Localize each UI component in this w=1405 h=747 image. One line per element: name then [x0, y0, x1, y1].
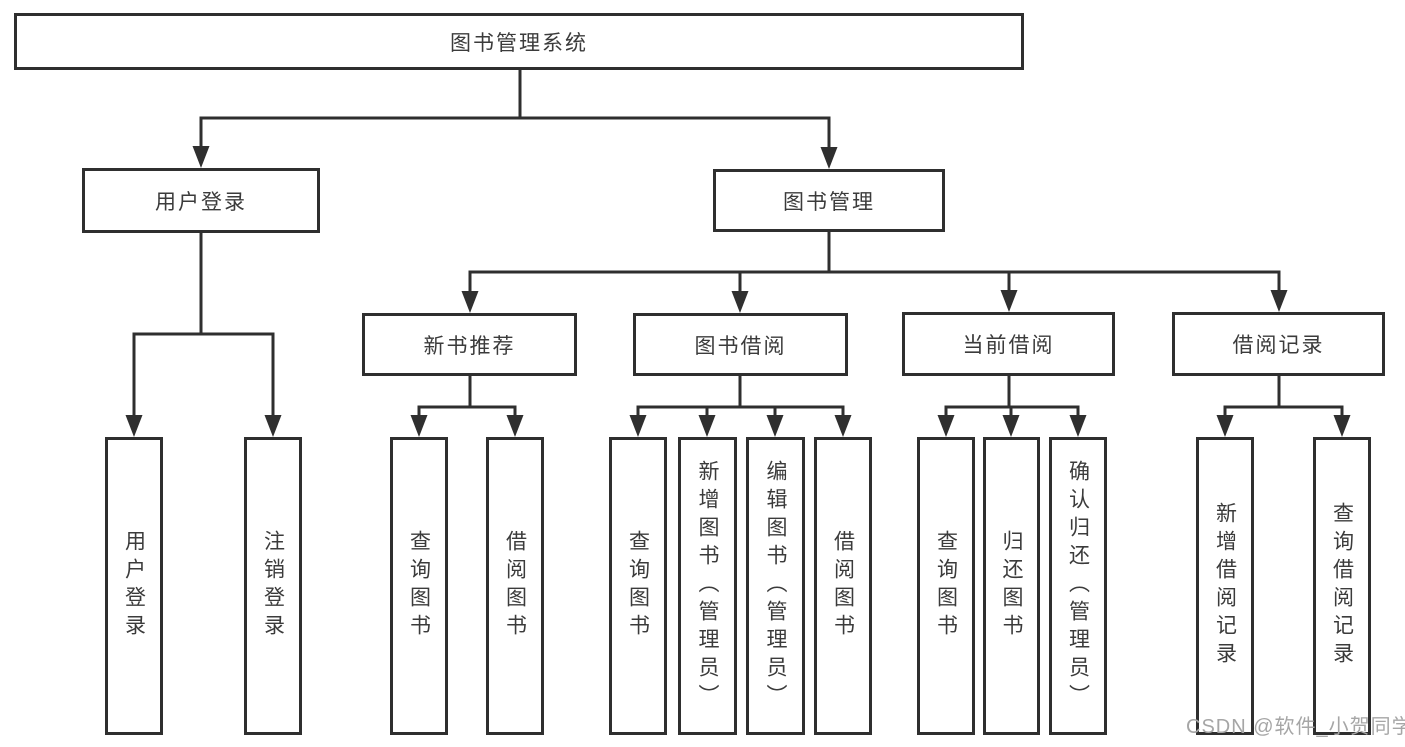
arrowhead	[461, 291, 479, 313]
csdn-watermark: CSDN @软件_小贺同学	[1186, 716, 1405, 738]
node-book-borrowing: 图书借阅	[633, 313, 848, 376]
arrowhead	[506, 415, 524, 437]
leaf-borrowing-query-books: 查询图书	[609, 437, 667, 735]
leaf-borrowing-add-books-admin: 新增图书（管理员）	[678, 437, 737, 735]
node-borrow-records: 借阅记录	[1172, 312, 1385, 376]
leaf-newbooks-borrow-books: 借阅图书	[486, 437, 544, 735]
leaf-current-query-books: 查询图书	[917, 437, 975, 735]
node-new-book-recommend: 新书推荐	[362, 313, 577, 376]
leaf-borrowing-edit-books-admin: 编辑图书（管理员）	[746, 437, 805, 735]
node-library-system: 图书管理系统	[14, 13, 1024, 70]
leaf-current-confirm-return-admin: 确认归还（管理员）	[1049, 437, 1107, 735]
arrowhead	[1333, 415, 1351, 437]
arrowhead	[125, 415, 143, 437]
arrowhead	[698, 415, 716, 437]
arrowhead	[1270, 290, 1288, 312]
leaf-newbooks-query-books: 查询图书	[390, 437, 448, 735]
arrowhead	[264, 415, 282, 437]
node-user-login: 用户登录	[82, 168, 320, 233]
arrowhead	[766, 415, 784, 437]
arrowhead	[1216, 415, 1234, 437]
leaf-records-query-record: 查询借阅记录	[1313, 437, 1371, 735]
node-book-management: 图书管理	[713, 169, 945, 232]
node-current-borrowing: 当前借阅	[902, 312, 1115, 376]
leaf-records-add-record: 新增借阅记录	[1196, 437, 1254, 735]
arrowhead	[731, 291, 749, 313]
arrowhead	[629, 415, 647, 437]
arrowhead	[1002, 415, 1020, 437]
leaf-borrowing-borrow-books: 借阅图书	[814, 437, 872, 735]
leaf-logout: 注销登录	[244, 437, 302, 735]
arrowhead	[192, 146, 210, 168]
arrowhead	[1000, 290, 1018, 312]
arrowhead	[410, 415, 428, 437]
arrowhead	[1069, 415, 1087, 437]
leaf-user-login: 用户登录	[105, 437, 163, 735]
arrowhead	[937, 415, 955, 437]
leaf-current-return-books: 归还图书	[983, 437, 1040, 735]
arrowhead	[820, 147, 838, 169]
arrowhead	[834, 415, 852, 437]
